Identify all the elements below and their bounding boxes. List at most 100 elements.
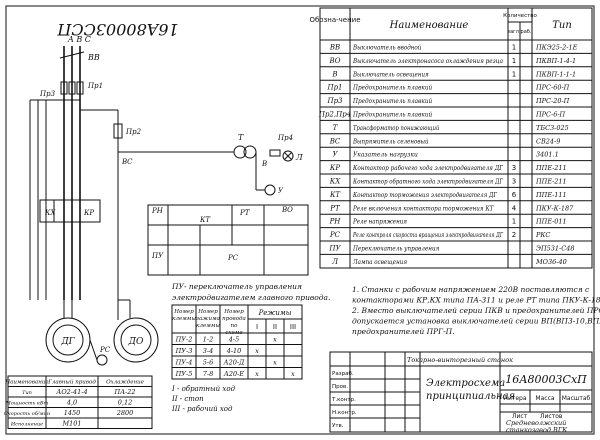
- motor-cell: М101: [61, 420, 81, 428]
- pu-header: провода: [222, 316, 246, 322]
- label-pr1: Пр1: [87, 82, 103, 90]
- tb-sheet: Лист: [512, 413, 528, 420]
- spec-row-type: ППЕ-011: [535, 218, 567, 226]
- pu-caption: ПУ- переключатель управления электродвиг…: [171, 282, 330, 302]
- pu-cell: ПУ-5: [175, 370, 193, 378]
- spec-row-qty: 3: [512, 178, 516, 186]
- tb-doc-code: 16А80003СхП: [505, 373, 587, 386]
- tb-role: Н.контр.: [332, 410, 357, 416]
- spec-row-name: Предохранитель плавкий: [352, 97, 432, 105]
- tb-title: Электросхема принципиальная: [426, 378, 515, 402]
- spec-row-name: Выключатель электронасоса охлаждения рез…: [352, 57, 503, 65]
- pu-cell: x: [273, 336, 277, 344]
- label-rt: РТ: [239, 209, 251, 217]
- pu-header: по: [231, 323, 239, 329]
- motor-cell: 0,12: [118, 399, 132, 407]
- pu-cell: x: [273, 359, 277, 367]
- tb-role: Пров.: [332, 384, 348, 390]
- spec-row-type: РКС: [535, 231, 550, 239]
- tb-role: Т.контр.: [331, 397, 356, 403]
- spec-row-type: ЭП531-С48: [536, 245, 575, 253]
- pu-mode: I: [256, 323, 258, 331]
- motor-header: Главный привод: [47, 380, 96, 386]
- spec-row-code: Л: [331, 258, 338, 266]
- spec-row-name: Предохранитель плавкий: [352, 84, 432, 92]
- tb-role: Утв.: [332, 423, 344, 429]
- spec-row-name: Реле контроля скорости вращения электрод…: [352, 231, 503, 239]
- pu-cell: 4-10: [226, 347, 242, 355]
- spec-row-qty: 1: [512, 44, 516, 52]
- spec-row-type: ПКВП-1-4-1: [535, 57, 576, 65]
- title-block: Разраб. Пров. Т.контр. Н.контр. Утв. Токарно…: [329, 351, 593, 434]
- motor-header: Охлаждение: [106, 380, 145, 386]
- label-rs-motor: РС: [99, 346, 111, 354]
- spec-row-code: РТ: [329, 204, 341, 212]
- tb-col-mass: Масса: [535, 395, 554, 402]
- spec-row-name: Контактор торможения электродвигателя ДГ: [352, 191, 497, 199]
- tb-machine: Токарно-винторезный станок: [407, 356, 513, 364]
- spec-row-type: СВ24-9: [536, 137, 560, 145]
- label-kh: КХ: [44, 209, 56, 217]
- pu-header: Номер: [173, 309, 194, 315]
- label-kr: КР: [83, 209, 94, 217]
- pu-cell: 3-4: [203, 347, 213, 355]
- spec-row-code: КТ: [329, 191, 341, 199]
- label-vo: ВО: [281, 206, 293, 214]
- spec-row-name: Контактор обратного хода электродвигател…: [352, 178, 503, 186]
- spec-row-code: КХ: [329, 178, 341, 186]
- spec-row-code: РС: [329, 231, 341, 239]
- motor-do-outer: [113, 317, 159, 363]
- label-pr2: Пр2: [125, 128, 142, 136]
- pu-cell: ПУ-2: [175, 336, 193, 344]
- spec-row-qty: 3: [512, 164, 516, 172]
- spec-row-code: Т: [333, 124, 339, 132]
- pu-cell: 4-5: [228, 336, 239, 344]
- motor-cell: АО2-41-4: [55, 388, 87, 396]
- motor-cell: 2800: [116, 409, 134, 417]
- spec-row-code: Пр2,Пр4: [318, 111, 351, 119]
- spec-row-type: 3401.1: [536, 151, 559, 159]
- svg-text:16A80003ССП: 16A80003ССП: [56, 20, 178, 39]
- spec-row-code: РН: [329, 218, 342, 226]
- pu-cell: x: [255, 347, 259, 355]
- label-u: У: [278, 187, 284, 195]
- spec-row-name: Предохранитель плавкий: [352, 111, 432, 119]
- motor-header: Наименование: [4, 380, 49, 386]
- spec-row-qty: 1: [512, 218, 516, 226]
- spec-row-qty: 1: [512, 57, 516, 65]
- pu-mode: II: [273, 323, 277, 331]
- spec-row-name: Переключатель управления: [352, 245, 439, 253]
- spec-row-type: ТБСЗ-025: [536, 124, 569, 132]
- spec-row-name: Контактор рабочего хода электродвигателя…: [352, 164, 503, 172]
- label-pu: ПУ: [151, 252, 164, 260]
- notes: 1. Станки с рабочим напряжением 220В пос…: [351, 285, 600, 336]
- spec-row-code: Пр3: [326, 97, 343, 105]
- spec-row-type: ПКВП-1-1-1: [535, 70, 576, 78]
- spec-row-name: Трансформатор понижающий: [353, 124, 439, 132]
- tb-role: Разраб.: [332, 371, 354, 377]
- spec-header-designation: Обозна-чение: [309, 16, 360, 24]
- pu-cell: 1-2: [203, 336, 213, 344]
- motor-cell: Тип: [22, 390, 32, 396]
- pu-cell: А20-Е: [223, 370, 244, 378]
- pu-cell: x: [291, 370, 295, 378]
- motor-cell: Скорость об/мин: [4, 410, 50, 417]
- spec-row-type: ПРС-20-П: [535, 97, 570, 105]
- pu-header: клеммы: [196, 323, 220, 329]
- spec-row-code: ВС: [329, 137, 341, 145]
- spec-row-type: ППЕ-111: [535, 191, 567, 199]
- spec-row-code: Пр1: [326, 84, 342, 92]
- tb-org: Средневолжский станкозавод ВГК: [506, 419, 568, 434]
- label-l: Л: [295, 153, 303, 162]
- spec-row-name: Выключатель вводной: [352, 44, 421, 52]
- spec-header-type: Тип: [552, 20, 572, 31]
- spec-row-code: В: [331, 70, 337, 78]
- spec-header-qty-b: раб.: [521, 29, 532, 35]
- label-pr3: Пр3: [39, 90, 56, 98]
- pu-cell: 7-8: [203, 370, 213, 378]
- spec-row-code: КР: [329, 164, 340, 172]
- spec-row-code: ВО: [329, 57, 341, 65]
- label-rs: РС: [227, 254, 239, 262]
